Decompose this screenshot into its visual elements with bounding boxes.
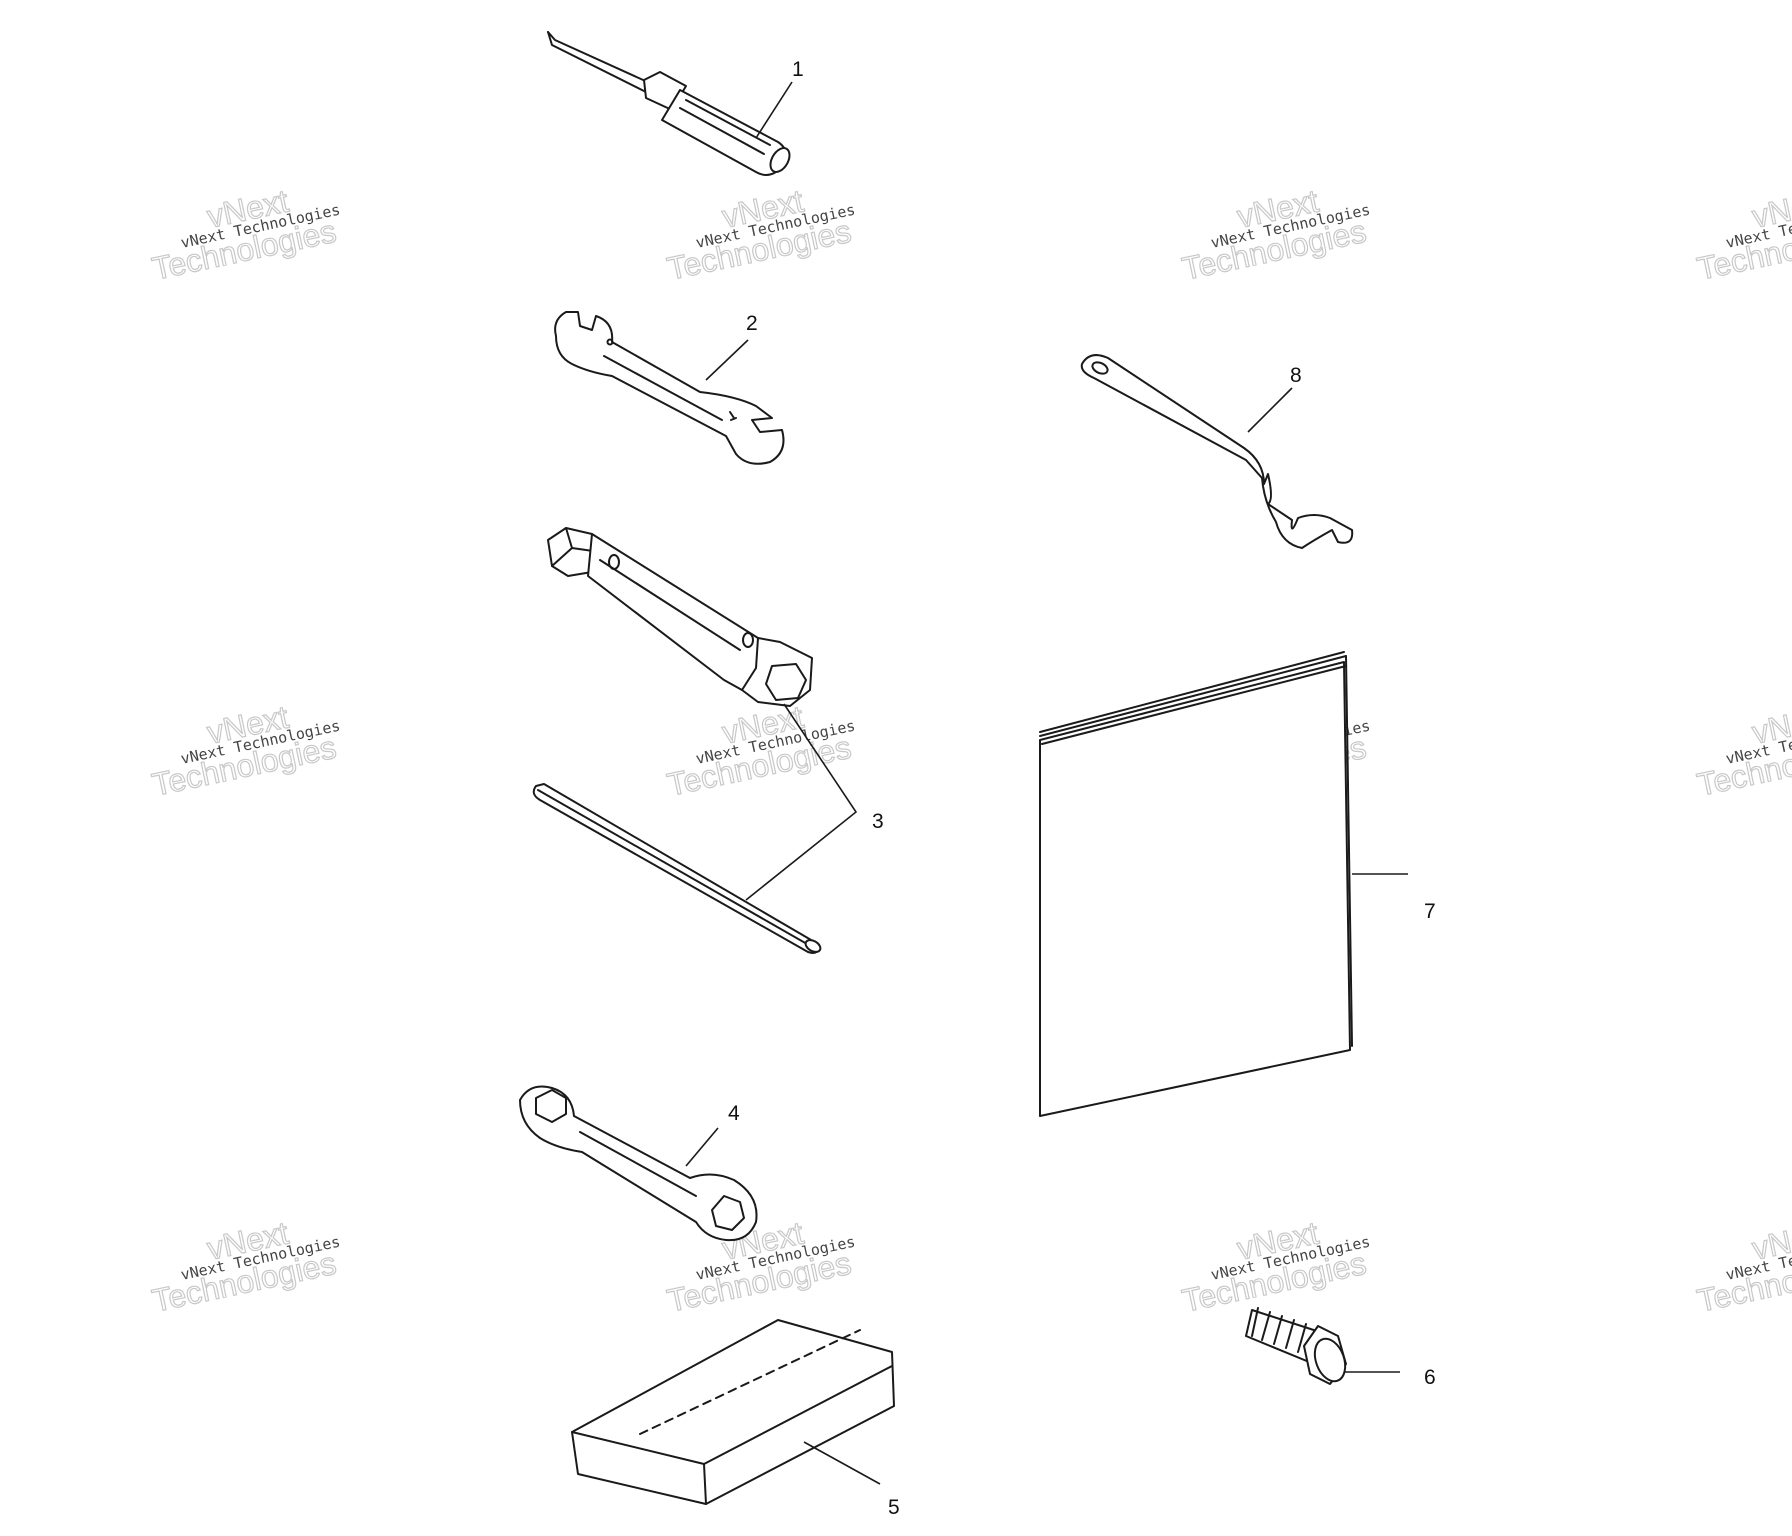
callout-6: 6: [1424, 1366, 1436, 1389]
callout-7: 7: [1424, 900, 1436, 923]
callout-1: 1: [792, 58, 804, 81]
part-4-ring-spanner[interactable]: [519, 1085, 758, 1242]
callout-5: 5: [888, 1496, 900, 1519]
leader-lines: [685, 81, 1408, 1485]
part-7-owners-manual[interactable]: [1039, 651, 1353, 1117]
part-8-hook-spanner[interactable]: [1080, 354, 1354, 549]
callout-2: 2: [746, 312, 758, 335]
part-6-bolt[interactable]: [1245, 1307, 1351, 1385]
part-2-open-end-wrench[interactable]: [554, 311, 785, 465]
callout-3: 3: [872, 810, 884, 833]
part-3-socket-wrench[interactable]: [547, 527, 813, 707]
callout-4: 4: [728, 1102, 740, 1125]
part-3-tommy-bar[interactable]: [532, 783, 823, 954]
part-1-screwdriver[interactable]: [547, 31, 793, 176]
part-5-tool-kit-pouch[interactable]: [571, 1319, 895, 1505]
callout-labels: 1 2 3 4 5 6 7 8: [728, 58, 1436, 1519]
callout-8: 8: [1290, 364, 1302, 387]
